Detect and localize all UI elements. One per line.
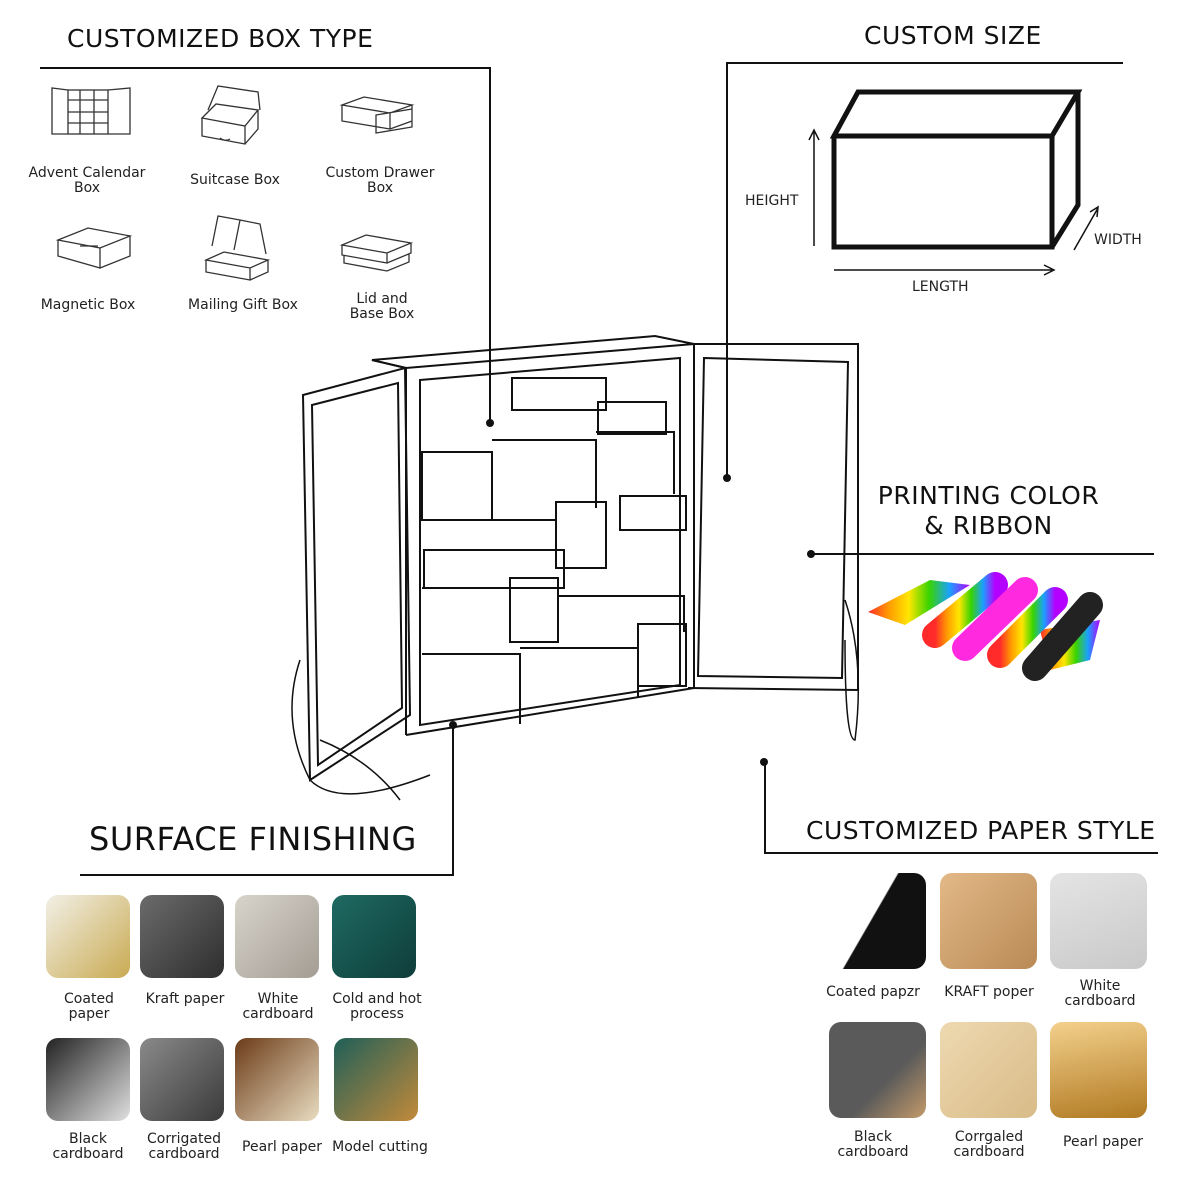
paper-label: White cardboard [1064, 978, 1136, 1009]
paper-label: Pearl paper [1063, 1134, 1143, 1150]
box-type-label: Custom Drawer Box [325, 165, 435, 196]
paper-image [1050, 873, 1147, 969]
surface-label: Coated paper [64, 991, 114, 1022]
suitcase-box-icon [200, 85, 261, 145]
paper-image [829, 873, 926, 969]
leader-line [726, 62, 1123, 64]
custom-size-title: CUSTOM SIZE [864, 21, 1042, 50]
paper-label: Corrgaled cardboard [953, 1129, 1025, 1160]
surface-label: Kraft paper [145, 991, 225, 1007]
surface-label: Corrigated cardboard [147, 1131, 221, 1162]
leader-line [452, 725, 454, 875]
surface-label: White cardboard [242, 991, 314, 1022]
surface-label: Cold and hot process [332, 991, 422, 1022]
surface-label: Pearl paper [242, 1139, 322, 1155]
paper-image [940, 873, 1037, 969]
drawer-box-icon [339, 96, 415, 134]
surface-image [334, 1038, 418, 1121]
length-label: LENGTH [912, 279, 969, 295]
surface-label: Model cutting [332, 1139, 428, 1155]
surface-image [140, 895, 224, 978]
magnetic-box-icon [55, 227, 133, 269]
box-type-label: Magnetic Box [40, 297, 136, 313]
surface-image [332, 895, 416, 978]
leader-line [726, 62, 728, 478]
leader-line [80, 874, 454, 876]
surface-label: Black cardboard [52, 1131, 124, 1162]
leader-line [764, 852, 1158, 854]
advent-calendar-box-icon [51, 87, 131, 135]
mailing-box-icon [203, 215, 271, 281]
surface-image [235, 895, 319, 978]
leader-dot [760, 758, 768, 766]
paper-label: Coated papzr [826, 984, 920, 1000]
leader-line [489, 67, 491, 423]
surface-image [140, 1038, 224, 1121]
leader-line [811, 553, 1154, 555]
paper-image [1050, 1022, 1147, 1118]
leader-line [40, 67, 491, 69]
paper-label: KRAFT poper [944, 984, 1034, 1000]
paper-image [940, 1022, 1037, 1118]
paper-label: Black cardboard [837, 1129, 909, 1160]
surface-image [46, 1038, 130, 1121]
surface-image [235, 1038, 319, 1121]
box-type-label: Lid and Base Box [349, 291, 415, 322]
leader-dot [486, 419, 494, 427]
height-label: HEIGHT [745, 193, 799, 209]
box-type-title: CUSTOMIZED BOX TYPE [67, 24, 374, 53]
printing-title-1: PRINTING COLOR [877, 481, 1100, 510]
box-type-label: Advent Calendar Box [28, 165, 146, 196]
surface-image [46, 895, 130, 978]
leader-dot [723, 474, 731, 482]
paper-style-title: CUSTOMIZED PAPER STYLE [806, 816, 1156, 845]
leader-dot [449, 721, 457, 729]
box-type-label: Mailing Gift Box [188, 297, 298, 313]
printing-title-2: & RIBBON [924, 511, 1053, 540]
box-type-label: Suitcase Box [190, 172, 280, 188]
leader-line [764, 762, 766, 854]
width-label: WIDTH [1094, 232, 1142, 248]
paper-image [829, 1022, 926, 1118]
leader-dot [807, 550, 815, 558]
lid-base-box-icon [339, 234, 414, 272]
surface-finishing-title: SURFACE FINISHING [89, 820, 417, 858]
